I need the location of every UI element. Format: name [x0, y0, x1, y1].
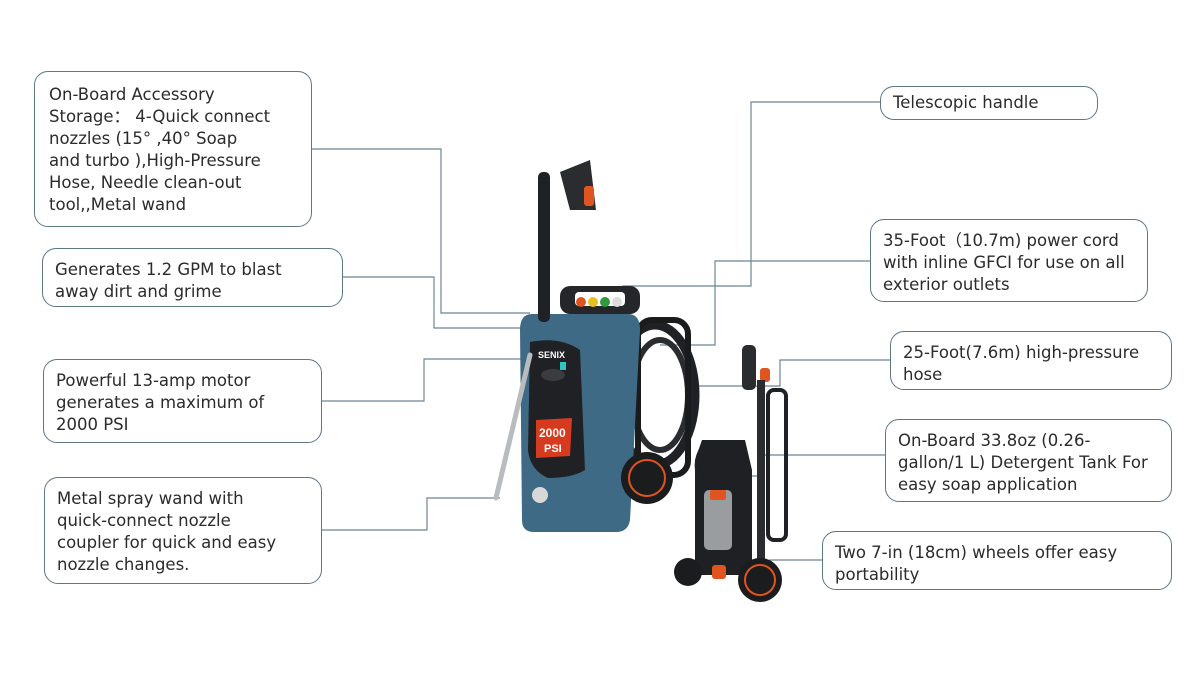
- callout-accessory-storage: On-Board Accessory Storage： 4-Quick conn…: [34, 71, 312, 227]
- leader-motor: [322, 358, 530, 402]
- psi-number-label: 2000: [539, 426, 566, 440]
- callout-spray-wand: Metal spray wand with quick-connect nozz…: [44, 477, 322, 584]
- main-washer-body: [493, 160, 673, 532]
- leader-accessory-storage: [312, 148, 530, 314]
- psi-unit-label: PSI: [544, 443, 562, 455]
- callout-gpm: Generates 1.2 GPM to blast away dirt and…: [42, 248, 343, 307]
- callout-wheels: Two 7-in (18cm) wheels offer easy portab…: [822, 531, 1172, 590]
- callout-motor: Powerful 13-amp motor generates a maximu…: [43, 359, 322, 443]
- leader-hose: [688, 359, 890, 387]
- callout-telescopic-handle: Telescopic handle: [880, 86, 1098, 120]
- leader-spray-wand: [322, 497, 500, 531]
- brand-label: SENIX: [538, 350, 565, 360]
- callout-power-cord: 35-Foot（10.7m) power cord with inline GF…: [870, 219, 1148, 302]
- leader-gpm: [343, 276, 530, 329]
- callout-hose: 25-Foot(7.6m) high-pressure hose: [890, 331, 1172, 390]
- leader-telescopic-handle: [622, 101, 880, 287]
- small-washer-image: [674, 345, 788, 602]
- callout-detergent-tank: On-Board 33.8oz (0.26- gallon/1 L) Deter…: [885, 419, 1172, 502]
